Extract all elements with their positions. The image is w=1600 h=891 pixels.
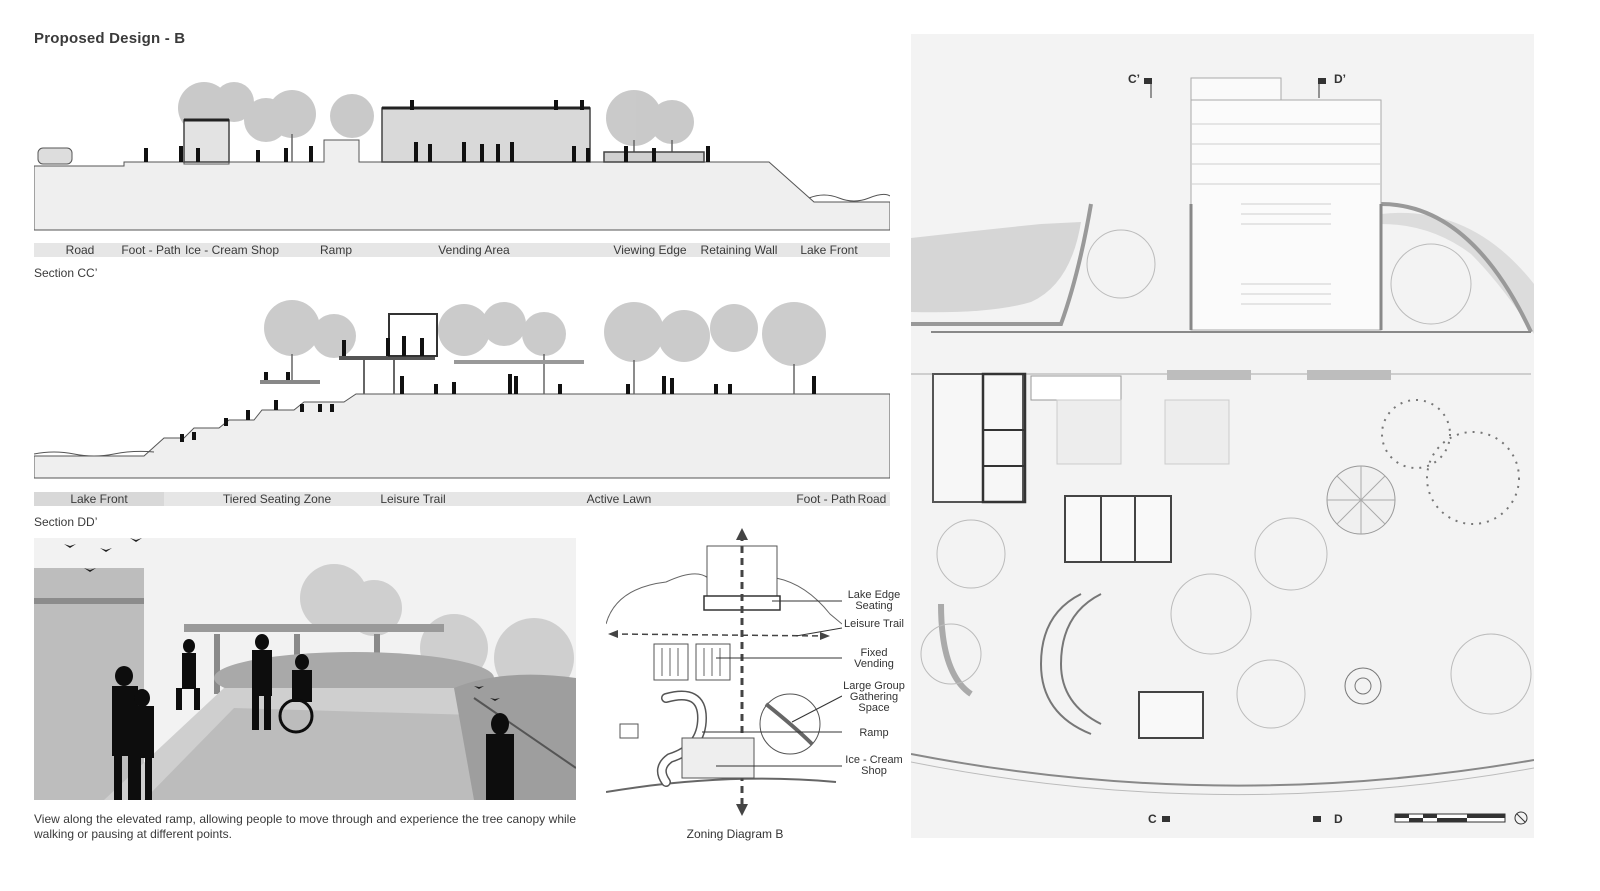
zoning-caption: Zoning Diagram B	[686, 827, 784, 841]
zone-label: Foot - Path	[121, 243, 181, 257]
perspective-caption: View along the elevated ramp, allowing p…	[34, 812, 576, 841]
section-dd-label: Section DD’	[34, 515, 98, 529]
section-dd-zone-strip: Lake Front Tiered Seating Zone Leisure T…	[34, 492, 890, 506]
zone-label: Active Lawn	[586, 492, 652, 506]
section-cc-zone-strip: Road Foot - Path Ice - Cream Shop Ramp V…	[34, 243, 890, 257]
plan-marker-d-bottom: D	[1334, 812, 1343, 826]
page-title: Proposed Design - B	[34, 30, 186, 47]
zone-label: Tiered Seating Zone	[222, 492, 332, 506]
zone-label: Vending Area	[438, 243, 510, 257]
zone-label: Leisure Trail	[380, 492, 446, 506]
section-cc-drawing	[34, 82, 890, 231]
zone-label: Road	[857, 492, 887, 506]
zone-label: Lake Front	[70, 492, 128, 506]
section-dd-drawing	[34, 300, 890, 479]
zoning-label-ramp: Ramp	[859, 727, 889, 739]
north-arrow-icon	[1514, 811, 1528, 825]
zone-label: Ramp	[319, 243, 352, 257]
plan-marker-c-bottom: C	[1148, 812, 1157, 826]
zone-label: Road	[65, 243, 95, 257]
perspective-view	[34, 538, 576, 800]
plan-marker-d-top: D’	[1334, 72, 1346, 86]
plan-marker-c-top: C’	[1128, 72, 1140, 86]
zoning-label-lake-edge-seating: Lake Edge Seating	[847, 589, 901, 612]
section-cc-label: Section CC’	[34, 266, 98, 280]
zone-label: Retaining Wall	[700, 243, 778, 257]
zone-label: Foot - Path	[796, 492, 856, 506]
zoning-label-leisure-trail: Leisure Trail	[844, 618, 904, 630]
zoning-label-ice-cream-shop: Ice - Cream Shop	[845, 754, 903, 777]
zone-label: Lake Front	[800, 243, 858, 257]
zone-label: Viewing Edge	[613, 243, 687, 257]
zoning-diagram	[606, 528, 842, 816]
site-plan	[911, 34, 1534, 838]
zoning-label-large-group-gathering: Large Group Gathering Space	[843, 680, 905, 714]
zoning-label-fixed-vending: Fixed Vending	[854, 647, 894, 670]
zone-label: Ice - Cream Shop	[184, 243, 280, 257]
